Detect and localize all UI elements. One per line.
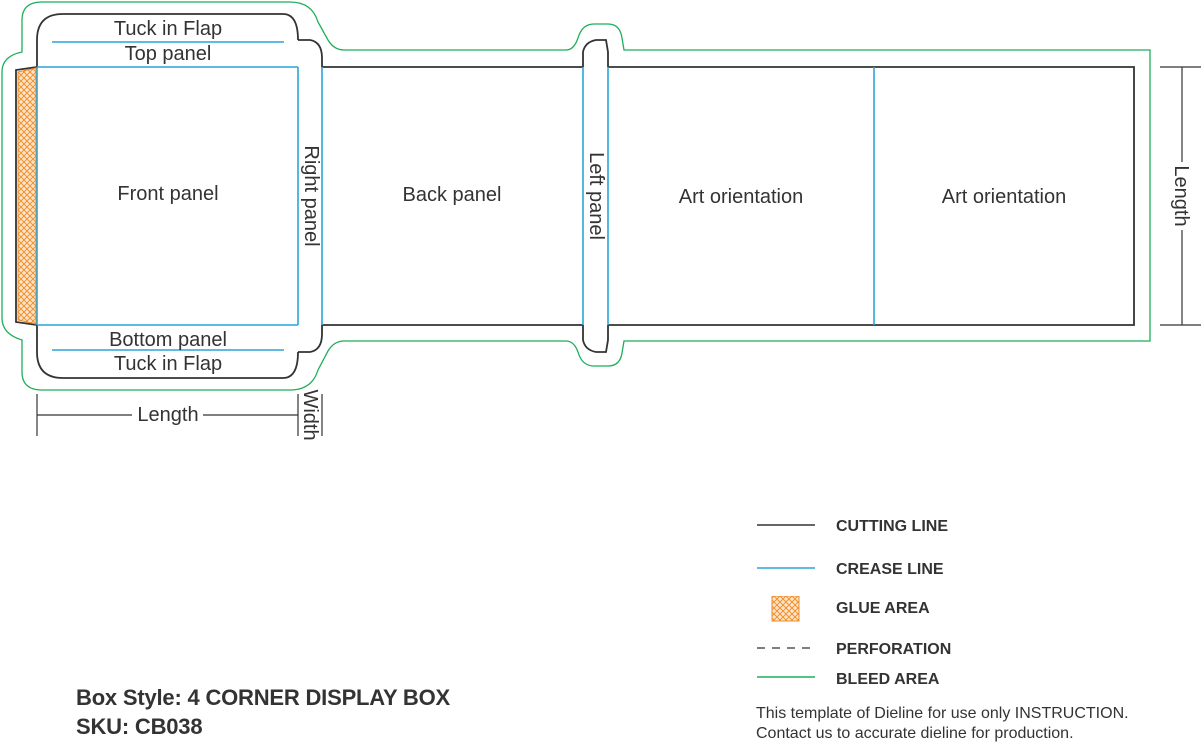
bleed-outline (1, 1, 1151, 391)
legend-label-cutting: CUTTING LINE (836, 518, 948, 535)
note-line-1: This template of Dieline for use only IN… (756, 705, 1129, 722)
right-panel-label: Right panel (300, 145, 322, 246)
length-dimension-bottom (36, 394, 298, 436)
width-dimension-label: Width (299, 389, 321, 440)
front-panel-label: Front panel (117, 183, 218, 205)
tuck-flap-bottom-label: Tuck in Flap (114, 353, 222, 375)
art-orientation-label-2: Art orientation (942, 186, 1067, 208)
tuck-flap-top-label: Tuck in Flap (114, 18, 222, 40)
legend-item-bleed: BLEED AREA (756, 667, 1196, 693)
template-note: This template of Dieline for use only IN… (756, 704, 1129, 744)
length-dimension-right (1160, 66, 1201, 326)
legend-item-perforation: PERFORATION (756, 637, 1196, 663)
bottom-panel-label: Bottom panel (109, 329, 227, 351)
length-dimension-right-label: Length (1170, 165, 1192, 226)
box-style-label: Box Style: 4 CORNER DISPLAY BOX (76, 685, 451, 710)
legend-item-crease: CREASE LINE (756, 557, 1196, 583)
legend-label-bleed: BLEED AREA (836, 671, 940, 688)
legend-label-glue: GLUE AREA (836, 600, 930, 617)
legend-label-crease: CREASE LINE (836, 561, 944, 578)
legend-item-cutting: CUTTING LINE (756, 514, 1196, 540)
crease-lines (36, 41, 875, 351)
cutting-lines (15, 13, 1135, 379)
length-dimension-label: Length (137, 404, 198, 426)
legend-label-perforation: PERFORATION (836, 641, 952, 658)
legend-item-glue: GLUE AREA (756, 596, 1196, 622)
box-info: Box Style: 4 CORNER DISPLAY BOX SKU: CB0… (76, 683, 450, 741)
sku-label: SKU: CB038 (76, 714, 203, 739)
perforation-swatch (757, 647, 815, 649)
note-line-2: Contact us to accurate dieline for produ… (756, 725, 1074, 742)
width-dimension (297, 394, 323, 436)
top-panel-label: Top panel (125, 43, 212, 65)
cutting-line-swatch (757, 524, 815, 526)
back-panel-label: Back panel (403, 184, 502, 206)
bleed-area-swatch (757, 676, 815, 678)
left-panel-label: Left panel (585, 152, 607, 240)
art-orientation-label-1: Art orientation (679, 186, 804, 208)
crease-line-swatch (757, 567, 815, 569)
glue-area (17, 67, 37, 325)
glue-area-swatch (771, 596, 800, 622)
